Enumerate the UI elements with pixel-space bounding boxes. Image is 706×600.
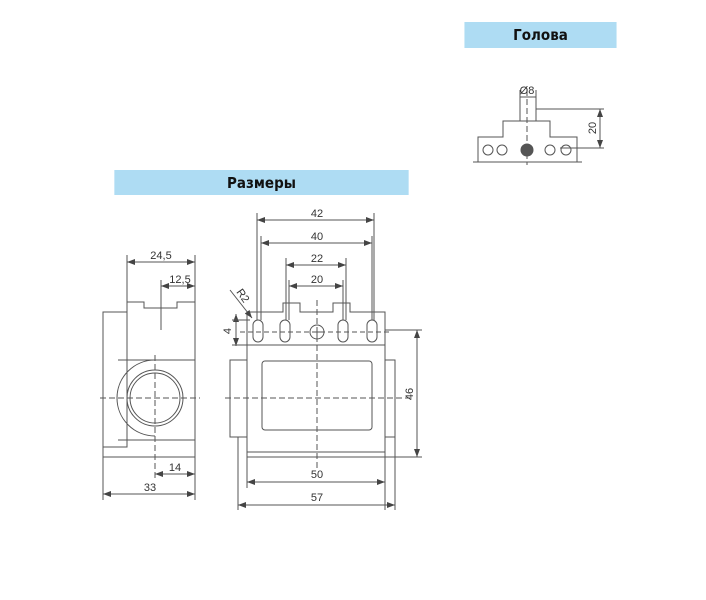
dim-14: 14 (169, 462, 181, 474)
head-drawing (473, 90, 604, 165)
head-diameter-label: Ø8 (520, 85, 535, 97)
dim-46: 46 (404, 388, 416, 400)
dim-33: 33 (144, 482, 156, 494)
header-head-label: Голова (513, 26, 568, 44)
dim-40: 40 (311, 231, 323, 243)
radius-r2: R2 (234, 287, 252, 305)
head-height-label: 20 (587, 122, 599, 134)
dim-22: 22 (311, 253, 323, 265)
dim-42: 42 (311, 208, 323, 220)
dim-24-5: 24,5 (150, 250, 171, 262)
dim-20: 20 (311, 274, 323, 286)
header-dimensions: Размеры (114, 170, 409, 195)
front-view (225, 213, 422, 510)
terminal-screws (252, 319, 378, 343)
dim-57: 57 (311, 492, 323, 504)
header-dimensions-label: Размеры (227, 173, 296, 192)
side-view (100, 255, 200, 500)
dim-12-5: 12,5 (169, 274, 190, 286)
dim-50: 50 (311, 469, 323, 481)
dim-4: 4 (222, 328, 234, 334)
header-head: Голова (464, 22, 617, 48)
